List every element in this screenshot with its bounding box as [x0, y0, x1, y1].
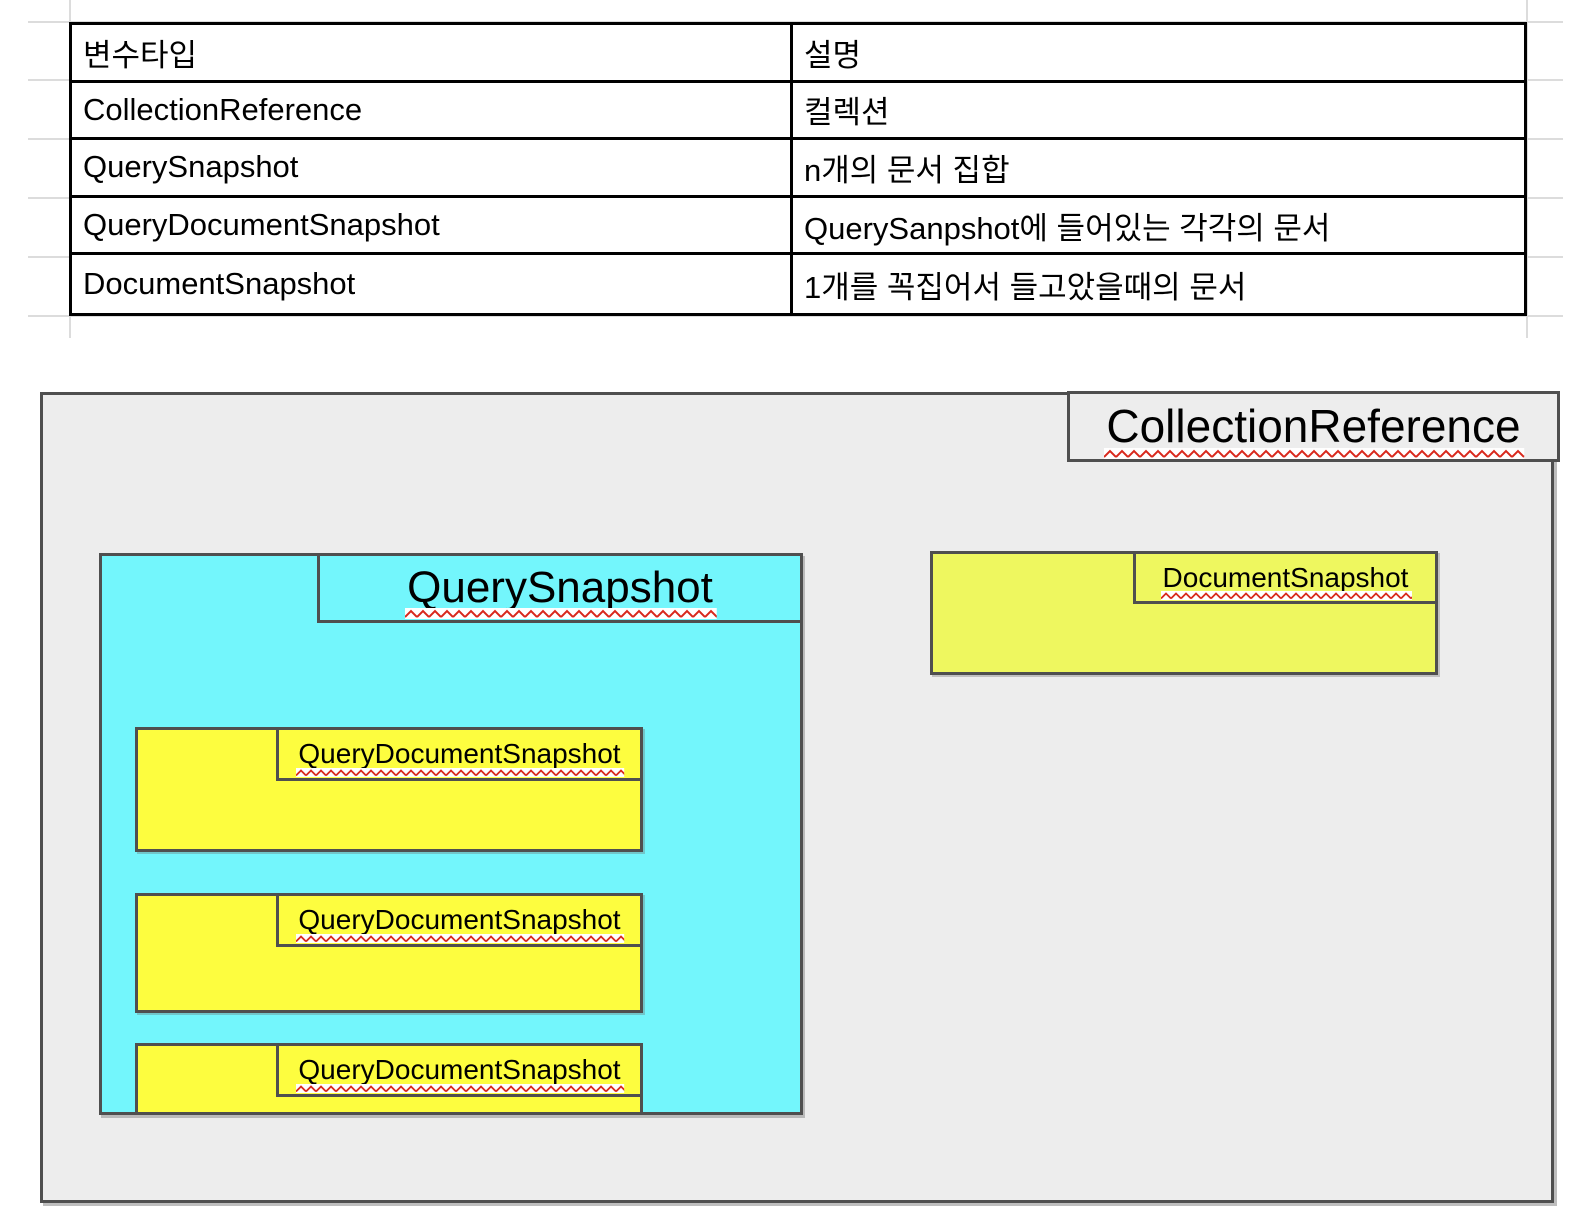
variable-types-table: 변수타입 설명 CollectionReference 컬렉션 QuerySna… [69, 22, 1527, 316]
query-document-snapshot-box: QueryDocumentSnapshot [135, 893, 643, 1013]
query-snapshot-box: QuerySnapshot QueryDocumentSnapshot Quer… [99, 553, 803, 1115]
squiggle-underline [1104, 447, 1525, 459]
table-cell: 컬렉션 [793, 83, 1524, 141]
collection-reference-label: CollectionReference [1106, 400, 1521, 453]
squiggle-underline [296, 767, 625, 777]
table-cell: QueryDocumentSnapshot [72, 197, 793, 256]
query-document-snapshot-title-box: QueryDocumentSnapshot [276, 896, 640, 947]
table-header-cell: 변수타입 [72, 25, 793, 83]
query-document-snapshot-box: QueryDocumentSnapshot [135, 1043, 643, 1112]
query-snapshot-title-box: QuerySnapshot [317, 556, 800, 623]
query-snapshot-label: QuerySnapshot [407, 562, 713, 612]
table-header-cell: 설명 [793, 25, 1524, 83]
table-cell: QuerySnapshot [72, 140, 793, 198]
squiggle-underline [296, 933, 625, 943]
query-document-snapshot-label: QueryDocumentSnapshot [298, 1054, 621, 1086]
squiggle-underline [1160, 591, 1413, 601]
table-cell: 1개를 꼭집어서 들고았을때의 문서 [804, 269, 1247, 305]
query-document-snapshot-label: QueryDocumentSnapshot [298, 904, 621, 936]
squiggle-underline [296, 1083, 625, 1093]
sheet-gridline [28, 315, 1563, 317]
table-cell: DocumentSnapshot [72, 255, 793, 313]
table-cell: n개의 문서 집합 [793, 140, 1524, 198]
query-document-snapshot-title-box: QueryDocumentSnapshot [276, 730, 640, 781]
document-snapshot-title-box: DocumentSnapshot [1133, 554, 1435, 604]
table-cell: QuerySanpshot에 들어있는 각각의 문서 [793, 198, 1524, 256]
query-document-snapshot-label: QueryDocumentSnapshot [298, 738, 621, 770]
document-snapshot-box: DocumentSnapshot [930, 551, 1438, 675]
collection-reference-title-box: CollectionReference [1067, 391, 1560, 462]
sheet-gridline [1526, 0, 1528, 338]
table-cell: CollectionReference [72, 82, 793, 141]
query-document-snapshot-box: QueryDocumentSnapshot [135, 727, 643, 852]
squiggle-underline [405, 608, 717, 620]
query-document-snapshot-title-box: QueryDocumentSnapshot [276, 1046, 640, 1097]
document-snapshot-label: DocumentSnapshot [1162, 561, 1409, 593]
